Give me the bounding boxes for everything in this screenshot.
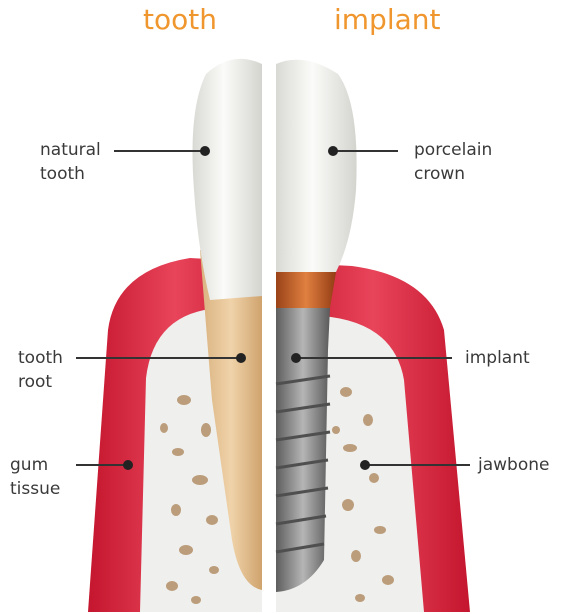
label-natural-tooth: natural tooth xyxy=(40,138,101,186)
label-gum-tissue: gum tissue xyxy=(10,453,60,501)
label-implant: implant xyxy=(465,346,530,370)
label-tooth-root: tooth root xyxy=(18,346,63,394)
natural-crown-shape xyxy=(193,59,263,300)
label-jawbone: jawbone xyxy=(478,453,549,477)
label-porcelain-crown: porcelain crown xyxy=(414,138,492,186)
abutment-shape xyxy=(276,272,336,308)
porcelain-crown-shape xyxy=(276,60,357,272)
